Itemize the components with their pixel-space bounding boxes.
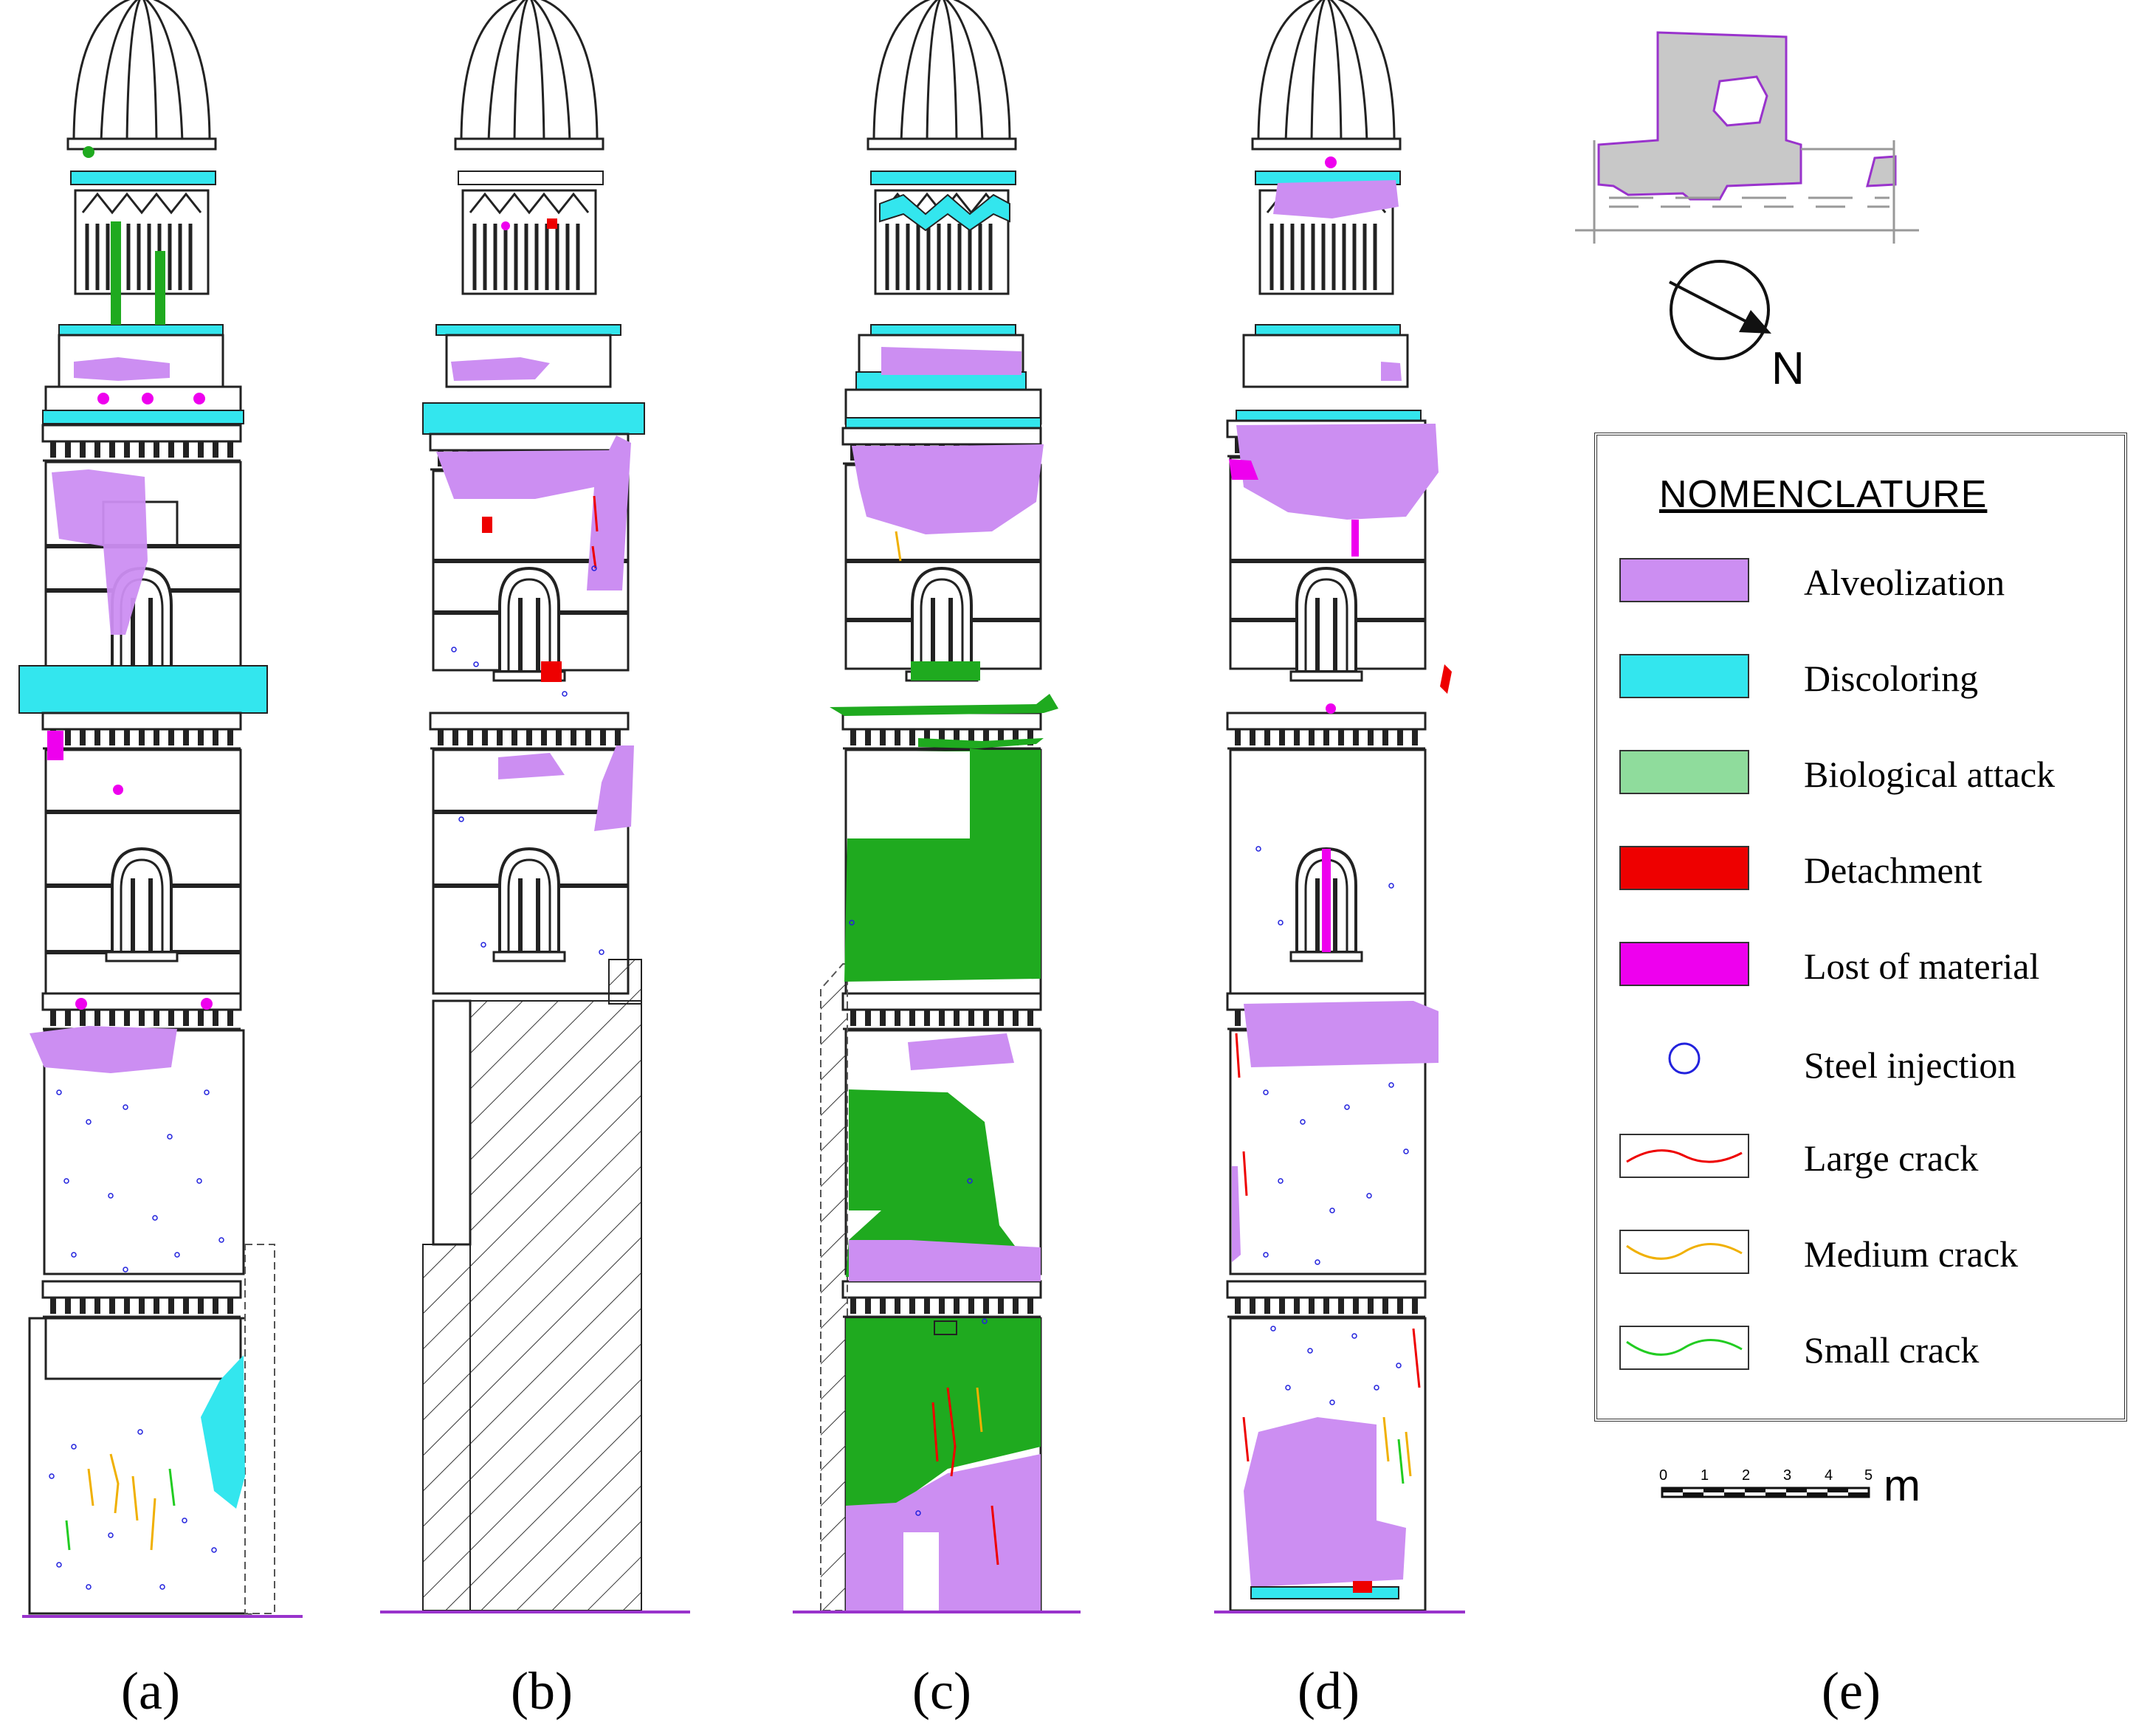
- scale-tick-4: 4: [1825, 1467, 1833, 1484]
- small-crack-swatch: [1619, 1326, 1749, 1370]
- legend-item-medium-crack: Medium crack: [1619, 1230, 2106, 1281]
- legend-item-lost-of-material: Lost of material: [1619, 942, 2106, 993]
- detachment-swatch: [1619, 846, 1749, 890]
- steel-injection-icon: [1668, 1042, 1701, 1075]
- legend-item-detachment: Detachment: [1619, 846, 2106, 898]
- scale-tick-0: 0: [1659, 1467, 1668, 1484]
- legend-label: Small crack: [1804, 1329, 1980, 1371]
- scale-bar: [1661, 1487, 1870, 1498]
- scale-unit: m: [1884, 1461, 1920, 1510]
- large-crack-swatch: [1619, 1134, 1749, 1178]
- caption-a: (a): [121, 1661, 180, 1720]
- caption-b: (b): [511, 1661, 573, 1720]
- north-label: N: [1771, 343, 1805, 394]
- legend-label: Biological attack: [1804, 754, 2056, 795]
- scale-tick-3: 3: [1783, 1467, 1792, 1484]
- legend-item-small-crack: Small crack: [1619, 1326, 2106, 1377]
- discoloring-swatch: [1619, 654, 1749, 698]
- scale-tick-2: 2: [1742, 1467, 1751, 1484]
- legend-item-steel-injection: Steel injection: [1619, 1041, 2106, 1092]
- legend-item-discoloring: Discoloring: [1619, 654, 2106, 706]
- alveolization-swatch: [1619, 558, 1749, 602]
- lost-of-material-swatch: [1619, 942, 1749, 986]
- legend-label: Large crack: [1804, 1137, 1979, 1179]
- legend-label: Medium crack: [1804, 1233, 2019, 1275]
- tower-elevation-c: [793, 0, 1081, 1613]
- tower-elevation-b: [380, 0, 690, 1613]
- legend-title: NOMENCLATURE: [1659, 473, 1988, 516]
- tower-elevation-d: [1214, 0, 1465, 1613]
- caption-d: (d): [1298, 1661, 1360, 1720]
- legend-item-alveolization: Alveolization: [1619, 558, 2106, 610]
- medium-crack-swatch: [1619, 1230, 1749, 1274]
- caption-e: (e): [1822, 1661, 1881, 1720]
- site-plan-e: N: [1575, 31, 1919, 394]
- tower-elevation-a: [18, 0, 303, 1618]
- legend-label: Alveolization: [1804, 562, 2005, 603]
- legend: NOMENCLATURE Alveolization Discoloring B…: [1594, 433, 2127, 1422]
- scale-tick-5: 5: [1864, 1467, 1873, 1484]
- legend-label: Steel injection: [1804, 1044, 2016, 1086]
- legend-label: Discoloring: [1804, 658, 1979, 699]
- legend-item-large-crack: Large crack: [1619, 1134, 2106, 1185]
- scale-tick-1: 1: [1701, 1467, 1709, 1484]
- legend-label: Detachment: [1804, 850, 1982, 891]
- legend-item-biological-attack: Biological attack: [1619, 750, 2106, 802]
- biological-attack-swatch: [1619, 750, 1749, 794]
- legend-label: Lost of material: [1804, 946, 2040, 987]
- caption-c: (c): [912, 1661, 971, 1720]
